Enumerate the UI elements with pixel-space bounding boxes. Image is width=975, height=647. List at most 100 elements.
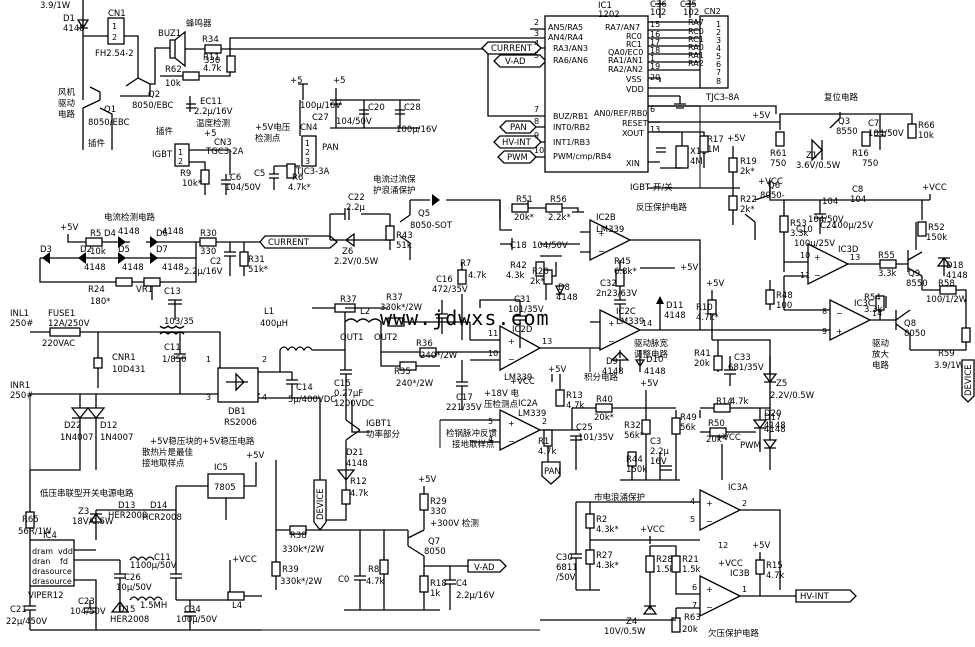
svg-text:TJC3-8A: TJC3-8A — [705, 93, 740, 103]
svg-text:L4: L4 — [232, 601, 242, 611]
svg-text:12A/250V: 12A/250V — [48, 319, 90, 329]
svg-text:10V/0.5W: 10V/0.5W — [604, 627, 646, 637]
svg-text:Z3: Z3 — [78, 507, 89, 517]
svg-text:2: 2 — [262, 355, 267, 364]
watermark: www.jdwxs.com — [380, 306, 550, 330]
svg-text:接地取样点: 接地取样点 — [142, 458, 185, 469]
svg-text:4.7k*: 4.7k* — [288, 183, 311, 193]
svg-text:接地取样点: 接地取样点 — [452, 439, 495, 450]
svg-text:R6: R6 — [292, 173, 303, 183]
svg-text:R7: R7 — [460, 259, 471, 269]
svg-text:20k*: 20k* — [594, 413, 614, 423]
svg-text:+5V: +5V — [752, 111, 771, 121]
svg-text:4.7k: 4.7k — [350, 489, 369, 499]
svg-text:调整电路: 调整电路 — [634, 349, 669, 360]
svg-text:R32: R32 — [624, 421, 641, 431]
svg-text:3.6V/0.5W: 3.6V/0.5W — [796, 161, 841, 171]
svg-text:欠压保护电路: 欠压保护电路 — [708, 628, 760, 639]
svg-text:+5V: +5V — [752, 541, 771, 551]
svg-text:R44: R44 — [626, 455, 643, 465]
svg-text:14: 14 — [872, 309, 882, 318]
svg-text:C36: C36 — [650, 0, 667, 10]
svg-text:CNR1: CNR1 — [112, 353, 136, 363]
svg-text:放大: 放大 — [872, 349, 890, 360]
svg-text:750: 750 — [862, 159, 878, 169]
cn3-connector — [174, 143, 190, 167]
svg-text:3: 3 — [534, 29, 539, 38]
svg-text:+: + — [508, 419, 515, 428]
svg-text:2.2μ/16V: 2.2μ/16V — [194, 107, 233, 117]
svg-text:10μ/50V: 10μ/50V — [116, 583, 152, 593]
svg-text:D5: D5 — [118, 245, 130, 255]
svg-text:−: − — [836, 309, 843, 318]
svg-text:TGC3-2A: TGC3-2A — [205, 147, 244, 157]
svg-text:D10: D10 — [646, 355, 663, 365]
svg-text:Q6: Q6 — [768, 181, 780, 191]
pan-port-tag — [499, 120, 537, 134]
surge-undervolt-section: 市电浪涌保护 +VCC R2 4.3k* R27 4.3k* C30 6811 … — [540, 433, 857, 639]
svg-text:4148: 4148 — [162, 227, 184, 237]
svg-text:330: 330 — [200, 247, 216, 257]
cn2-connector — [699, 15, 729, 89]
svg-text:R43: R43 — [396, 231, 413, 241]
svg-text:−: − — [508, 437, 515, 446]
svg-text:−: − — [598, 247, 605, 256]
svg-text:+VCC: +VCC — [640, 525, 665, 535]
svg-text:R5: R5 — [90, 229, 101, 239]
svg-text:QA0/EC0: QA0/EC0 — [608, 48, 643, 57]
svg-text:C11: C11 — [164, 343, 181, 353]
svg-text:8: 8 — [822, 307, 827, 316]
pulse-width-label: 驱动脉宽 — [634, 338, 669, 349]
svg-text:1.5MH: 1.5MH — [140, 601, 167, 611]
svg-text:Z5: Z5 — [776, 379, 787, 389]
svg-text:电流检测电路: 电流检测电路 — [104, 212, 156, 223]
svg-text:20k: 20k — [694, 359, 710, 369]
svg-text:RA7: RA7 — [688, 18, 704, 27]
svg-text:驱动: 驱动 — [58, 98, 76, 109]
svg-text:CN2: CN2 — [704, 7, 721, 16]
svg-text:蜂鸣器: 蜂鸣器 — [186, 18, 212, 29]
svg-text:16: 16 — [650, 30, 660, 39]
ic1-port-tags: CURRENT V-AD PAN HV-INT PWM — [481, 28, 548, 164]
svg-text:+VCC: +VCC — [716, 433, 741, 443]
svg-text:103/35: 103/35 — [164, 317, 194, 327]
svg-text:C16: C16 — [436, 275, 453, 285]
svg-text:+: + — [706, 585, 713, 594]
svg-text:IC1: IC1 — [598, 1, 612, 11]
svg-text:13: 13 — [650, 125, 660, 134]
svg-text:C22: C22 — [348, 193, 365, 203]
ic3b-comparator — [699, 574, 742, 618]
svg-text:8: 8 — [534, 117, 539, 126]
svg-text:4: 4 — [690, 497, 695, 506]
svg-text:R55: R55 — [878, 251, 895, 261]
svg-text:1: 1 — [206, 355, 211, 364]
svg-text:4148: 4148 — [644, 367, 666, 377]
svg-text:PWM: PWM — [740, 441, 761, 451]
svg-text:D20: D20 — [764, 409, 781, 419]
svg-text:4148: 4148 — [764, 425, 786, 435]
svg-text:D6: D6 — [156, 229, 168, 239]
svg-text:C33: C33 — [734, 353, 751, 363]
svg-text:15: 15 — [650, 20, 660, 29]
inl-label: INL1 — [10, 309, 29, 319]
svg-text:D17: D17 — [764, 413, 781, 423]
svg-text:22μ/450V: 22μ/450V — [6, 617, 47, 627]
svg-text:4148: 4148 — [556, 293, 578, 303]
d1-value: 4148 — [63, 24, 85, 34]
svg-text:vdd: vdd — [58, 547, 73, 556]
svg-text:100/1/2W: 100/1/2W — [926, 295, 968, 305]
svg-text:R39: R39 — [282, 565, 299, 575]
svg-text:R56: R56 — [550, 195, 567, 205]
inr-label: INR1 — [10, 381, 30, 391]
svg-text:+VCC: +VCC — [922, 183, 947, 193]
svg-text:4148: 4148 — [946, 271, 968, 281]
svg-text:C5: C5 — [254, 169, 265, 179]
ic3-drive-section: +VCC 104 C8 104 R53 3.3k C10 104/50V 100… — [758, 177, 975, 403]
svg-text:9: 9 — [534, 131, 539, 140]
svg-text:R51: R51 — [516, 195, 533, 205]
svg-text:VR1: VR1 — [136, 285, 153, 295]
svg-text:−: − — [608, 337, 615, 346]
power-stage-section: R37 L2 OUT1 OUT2 C15 0.27μF 1200VDC IGBT… — [312, 293, 500, 532]
svg-text:1.5k: 1.5k — [682, 565, 701, 575]
svg-text:Q3: Q3 — [838, 117, 850, 127]
